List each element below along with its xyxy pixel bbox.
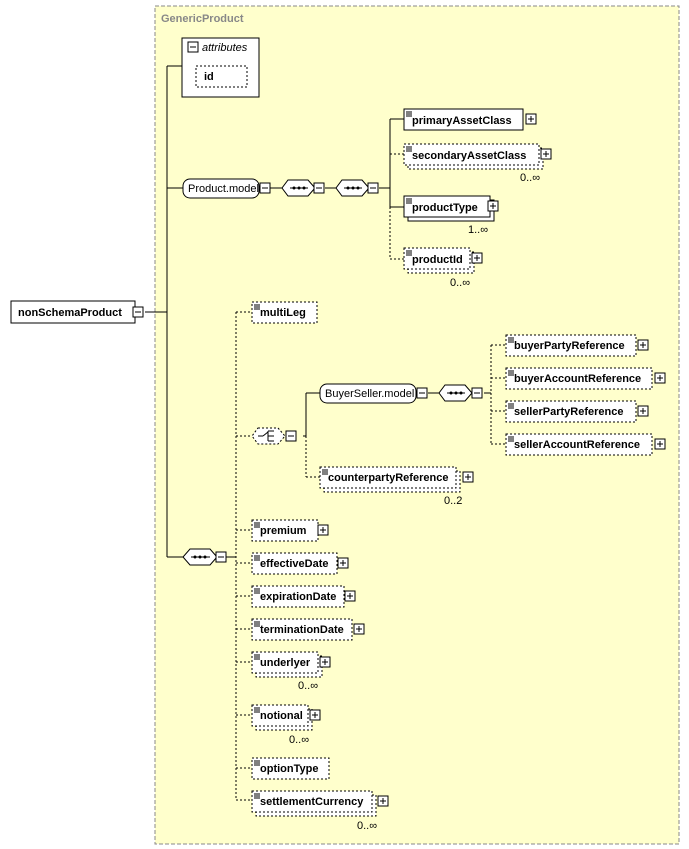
choice-compositor[interactable]: [251, 427, 297, 445]
expand-icon[interactable]: [319, 656, 331, 668]
element-label: sellerPartyReference: [514, 406, 623, 418]
element-label: productId: [412, 254, 463, 266]
element-product-id[interactable]: productId 0..∞: [403, 247, 483, 289]
collapse-icon[interactable]: [259, 182, 271, 194]
sequence-compositor-2[interactable]: [335, 179, 379, 197]
element-label: secondaryAssetClass: [412, 150, 526, 162]
occurrence-label: 0..∞: [450, 277, 470, 289]
collapse-icon[interactable]: [285, 430, 297, 442]
element-label: effectiveDate: [260, 558, 328, 570]
element-multi-leg[interactable]: multiLeg: [251, 301, 318, 324]
collapse-icon[interactable]: [215, 551, 227, 563]
element-label: productType: [412, 202, 478, 214]
expand-icon[interactable]: [654, 372, 666, 384]
buyer-seller-model-group[interactable]: BuyerSeller.model: [319, 383, 428, 404]
element-label: multiLeg: [260, 307, 306, 319]
element-option-type[interactable]: optionType: [251, 757, 330, 780]
element-label: terminationDate: [260, 624, 344, 636]
occurrence-label: 0..∞: [298, 680, 318, 692]
optional-connectors: [235, 153, 506, 801]
expand-icon[interactable]: [525, 113, 537, 125]
root-element-label: nonSchemaProduct: [18, 307, 122, 319]
expand-icon[interactable]: [462, 471, 474, 483]
expand-icon[interactable]: [353, 623, 365, 635]
element-label: counterpartyReference: [328, 472, 448, 484]
collapse-icon[interactable]: [313, 182, 325, 194]
expand-icon[interactable]: [337, 557, 349, 569]
element-label: expirationDate: [260, 591, 336, 603]
element-label: buyerAccountReference: [514, 373, 641, 385]
expand-icon[interactable]: [654, 438, 666, 450]
element-primary-asset-class[interactable]: primaryAssetClass: [403, 108, 537, 131]
buyer-seller-model-label: BuyerSeller.model: [325, 388, 414, 400]
element-label: notional: [260, 710, 303, 722]
expand-icon[interactable]: [377, 795, 389, 807]
occurrence-label: 0..∞: [520, 172, 540, 184]
element-label: premium: [260, 525, 307, 537]
collapse-icon[interactable]: [471, 387, 483, 399]
occurrence-label: 0..2: [444, 495, 462, 507]
expand-icon[interactable]: [487, 200, 499, 212]
generic-product-type-box: GenericProduct: [154, 5, 680, 845]
expand-icon[interactable]: [637, 339, 649, 351]
product-model-group[interactable]: Product.model: [182, 178, 271, 199]
expand-icon[interactable]: [317, 524, 329, 536]
attribute-id-box[interactable]: [195, 65, 248, 88]
element-buyer-account-reference[interactable]: buyerAccountReference: [505, 367, 666, 390]
expand-icon[interactable]: [344, 590, 356, 602]
element-notional[interactable]: notional 0..∞: [251, 704, 321, 746]
occurrence-label: 0..∞: [289, 734, 309, 746]
expand-icon[interactable]: [471, 252, 483, 264]
sequence-compositor-1[interactable]: [281, 179, 325, 197]
element-product-type[interactable]: productType 1..∞: [403, 195, 499, 236]
attributes-label: attributes: [202, 42, 248, 54]
element-premium[interactable]: premium: [251, 519, 329, 542]
element-termination-date[interactable]: terminationDate: [251, 618, 365, 641]
collapse-icon[interactable]: [187, 41, 199, 53]
element-label: sellerAccountReference: [514, 439, 640, 451]
element-seller-party-reference[interactable]: sellerPartyReference: [505, 400, 649, 423]
element-buyer-party-reference[interactable]: buyerPartyReference: [505, 334, 649, 357]
collapse-icon[interactable]: [367, 182, 379, 194]
element-counterparty-reference[interactable]: counterpartyReference 0..2: [319, 466, 474, 507]
type-name: GenericProduct: [161, 13, 244, 25]
connectors: [145, 65, 491, 558]
root-element-nonschemaproduct[interactable]: nonSchemaProduct: [10, 300, 144, 324]
collapse-icon[interactable]: [416, 387, 428, 399]
occurrence-label: 1..∞: [468, 224, 488, 236]
element-label: primaryAssetClass: [412, 115, 512, 127]
element-underlyer[interactable]: underlyer 0..∞: [251, 651, 331, 692]
attribute-id-label: id: [204, 71, 214, 83]
attributes-group: attributes id: [181, 37, 260, 98]
expand-icon[interactable]: [540, 148, 552, 160]
element-settlement-currency[interactable]: settlementCurrency 0..∞: [251, 790, 389, 832]
element-seller-account-reference[interactable]: sellerAccountReference: [505, 433, 666, 456]
element-effective-date[interactable]: effectiveDate: [251, 552, 349, 575]
sequence-compositor-main[interactable]: [182, 548, 227, 566]
element-label: optionType: [260, 763, 318, 775]
collapse-icon[interactable]: [132, 306, 144, 318]
occurrence-label: 0..∞: [357, 820, 377, 832]
product-model-label: Product.model: [188, 183, 259, 195]
element-label: underlyer: [260, 657, 311, 669]
expand-icon[interactable]: [637, 405, 649, 417]
expand-icon[interactable]: [309, 709, 321, 721]
element-label: settlementCurrency: [260, 796, 364, 808]
element-label: buyerPartyReference: [514, 340, 625, 352]
sequence-compositor-3[interactable]: [438, 384, 483, 402]
element-secondary-asset-class[interactable]: secondaryAssetClass 0..∞: [403, 143, 552, 184]
element-expiration-date[interactable]: expirationDate: [251, 585, 356, 608]
